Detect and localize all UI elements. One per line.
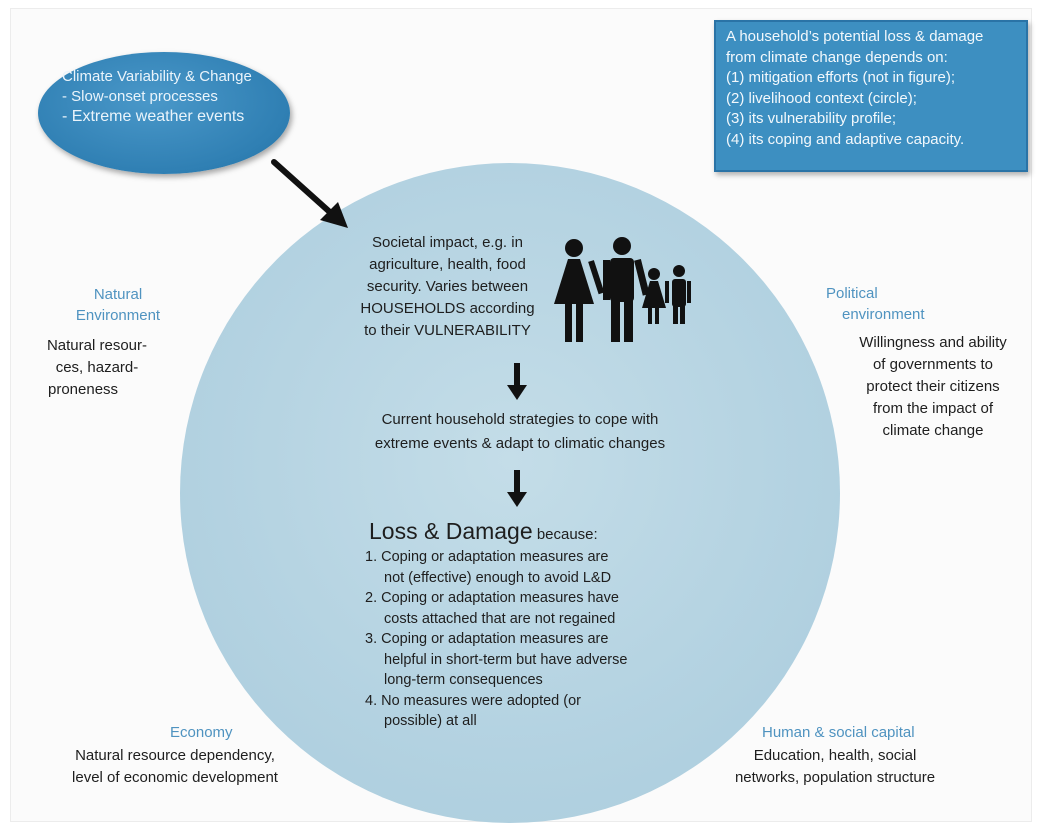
down-arrow-icon: [507, 470, 527, 507]
political-environment-title: Political environment: [826, 283, 956, 325]
desc-line: proneness: [48, 381, 119, 398]
political-environment-desc: Willingness and ability of governments t…: [838, 332, 1028, 442]
desc-line: Willingness and ability: [859, 334, 1007, 351]
climate-title: Climate Variability & Change: [62, 68, 252, 85]
loss-damage-item: 4. No measures were adopted (or: [365, 692, 581, 709]
info-line: (1) mitigation efforts (not in figure);: [726, 69, 955, 86]
climate-item: - Slow-onset processes: [62, 88, 218, 105]
impact-line: HOUSEHOLDS according: [360, 300, 535, 317]
loss-damage-item: 2. Coping or adaptation measures have: [365, 590, 619, 606]
household-strategies-text: Current household strategies to cope wit…: [320, 408, 720, 456]
desc-line: Education, health, social: [753, 747, 917, 764]
desc-line: climate change: [882, 422, 984, 439]
loss-damage-item: possible) at all: [384, 713, 477, 729]
title-line: Environment: [75, 307, 161, 324]
impact-line: to their VULNERABILITY: [364, 322, 531, 339]
loss-damage-because: because:: [536, 526, 598, 543]
human-social-capital-desc: Education, health, social networks, popu…: [710, 745, 960, 789]
info-box: A household’s potential loss & damage fr…: [714, 20, 1028, 172]
economy-desc: Natural resource dependency, level of ec…: [40, 745, 310, 789]
loss-damage-list: 1. Coping or adaptation measures are not…: [365, 547, 705, 732]
title-line: Natural: [93, 286, 143, 303]
loss-damage-item: not (effective) enough to avoid L&D: [384, 569, 612, 586]
climate-variability-text: Climate Variability & Change - Slow-onse…: [62, 67, 292, 127]
family-icon: [554, 237, 691, 342]
loss-damage-item: 1. Coping or adaptation measures are: [365, 549, 609, 565]
info-line: from climate change depends on:: [726, 48, 948, 66]
down-arrow-icon: [507, 363, 527, 400]
desc-line: from the impact of: [872, 400, 994, 417]
desc-line: level of economic development: [72, 769, 278, 786]
desc-line: ces, hazard-: [55, 359, 139, 376]
natural-environment-title: Natural Environment: [58, 284, 178, 326]
economy-title: Economy: [170, 724, 233, 741]
impact-line: Societal impact, e.g. in: [372, 234, 523, 251]
info-line: A household’s potential loss & damage: [726, 28, 984, 45]
loss-damage-item: helpful in short-term but have adverse: [384, 651, 628, 668]
loss-damage-block: Loss & Damage because: 1. Coping or adap…: [365, 517, 705, 732]
societal-impact-text: Societal impact, e.g. in agriculture, he…: [340, 232, 555, 342]
info-line: (4) its coping and adaptive capacity.: [726, 130, 965, 148]
desc-line: Natural resour-: [46, 337, 148, 354]
desc-line: networks, population structure: [734, 769, 936, 786]
strategy-line: Current household strategies to cope wit…: [381, 411, 659, 428]
desc-line: protect their citizens: [866, 378, 1000, 395]
natural-environment-desc: Natural resour- ces, hazard- proneness: [32, 335, 162, 401]
climate-item: - Extreme weather events: [62, 108, 245, 125]
loss-damage-item: 3. Coping or adaptation measures are: [365, 631, 609, 647]
climate-variability-ellipse: [38, 52, 290, 174]
info-line: (3) its vulnerability profile;: [726, 110, 897, 127]
desc-line: of governments to: [872, 356, 994, 373]
impact-line: security. Varies between: [366, 278, 529, 295]
strategy-line: extreme events & adapt to climatic chang…: [374, 435, 666, 452]
title-line: environment: [842, 306, 925, 323]
title-line: Political: [826, 285, 878, 302]
loss-damage-title: Loss & Damage: [369, 518, 533, 544]
loss-damage-item: long-term consequences: [384, 672, 543, 688]
loss-damage-item: costs attached that are not regained: [384, 610, 616, 627]
impact-line: agriculture, health, food: [369, 256, 526, 273]
human-social-capital-title: Human & social capital: [762, 724, 915, 741]
desc-line: Natural resource dependency,: [75, 747, 275, 764]
info-line: (2) livelihood context (circle);: [726, 89, 917, 107]
impact-arrow: [271, 159, 348, 228]
